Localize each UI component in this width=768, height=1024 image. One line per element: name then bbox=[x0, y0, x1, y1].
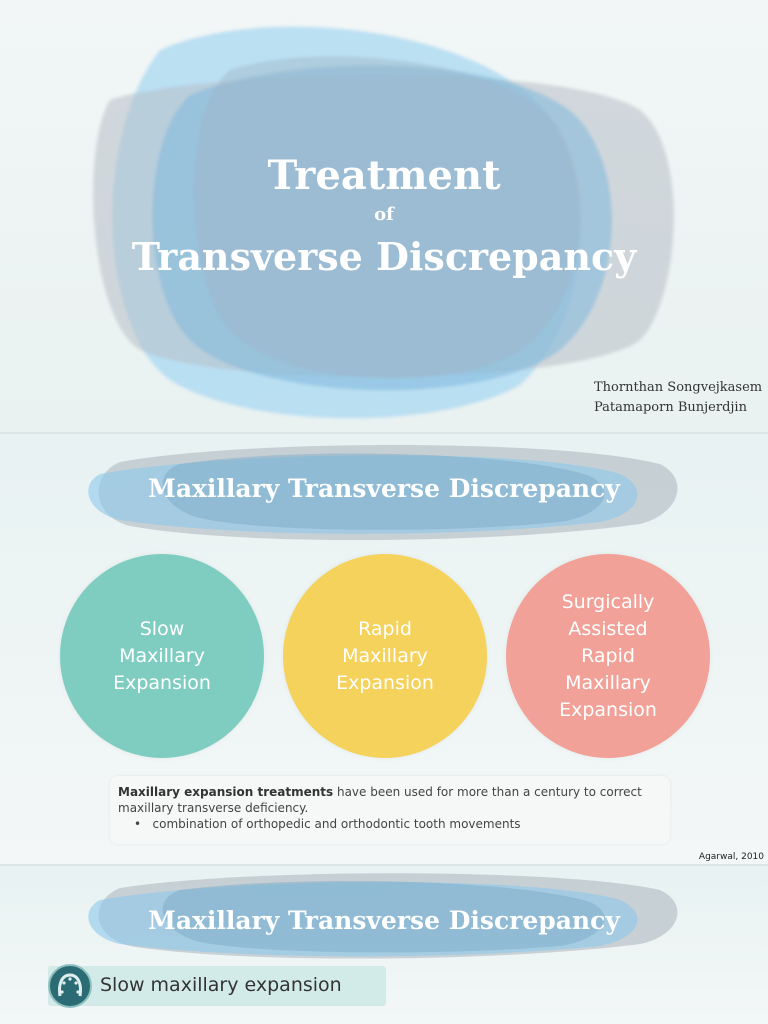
section-tag-label: Slow maxillary expansion bbox=[100, 974, 342, 996]
note-rest: have been used for more than a century t… bbox=[118, 785, 642, 815]
circle-slow-expansion: Slow Maxillary Expansion bbox=[60, 554, 264, 758]
title-slide: Treatment of Transverse Discrepancy Thor… bbox=[0, 0, 768, 432]
detail-slide: Maxillary Transverse Discrepancy Slow ma… bbox=[0, 866, 768, 1024]
title-of: of bbox=[374, 204, 394, 225]
circle-label: Surgically Assisted Rapid Maxillary Expa… bbox=[559, 590, 657, 721]
banner-title: Maxillary Transverse Discrepancy bbox=[148, 906, 620, 935]
overview-slide: Maxillary Transverse Discrepancy Slow Ma… bbox=[0, 434, 768, 864]
dental-arch-icon bbox=[48, 964, 92, 1008]
circle-label: Rapid Maxillary Expansion bbox=[336, 617, 434, 694]
circle-label: Slow Maxillary Expansion bbox=[113, 617, 211, 694]
decorative-blobs bbox=[93, 26, 674, 419]
banner-blobs bbox=[88, 873, 678, 959]
citation: Agarwal, 2010 bbox=[698, 852, 764, 862]
slide-divider bbox=[0, 864, 768, 866]
note-bullet: • combination of orthopedic and orthodon… bbox=[134, 817, 521, 831]
circle-surgical-expansion: Surgically Assisted Rapid Maxillary Expa… bbox=[506, 554, 710, 758]
section-tag: Slow maxillary expansion bbox=[48, 964, 386, 1008]
title-main: Treatment bbox=[267, 152, 501, 199]
banner-title: Maxillary Transverse Discrepancy bbox=[148, 474, 620, 503]
title-subtitle: Transverse Discrepancy bbox=[131, 234, 637, 279]
circle-rapid-expansion: Rapid Maxillary Expansion bbox=[283, 554, 487, 758]
authors: Thornthan Songvejkasem Patamaporn Bunjer… bbox=[594, 378, 762, 418]
author-2: Patamaporn Bunjerdjin bbox=[594, 400, 747, 415]
note-bold: Maxillary expansion treatments bbox=[118, 785, 334, 799]
note-text: Maxillary expansion treatments have been… bbox=[118, 784, 664, 816]
slide-divider bbox=[0, 432, 768, 434]
author-1: Thornthan Songvejkasem bbox=[594, 380, 763, 395]
note-bullet-text: combination of orthopedic and orthodonti… bbox=[152, 817, 521, 831]
note-box: Maxillary expansion treatments have been… bbox=[110, 776, 670, 844]
banner-blobs bbox=[88, 444, 678, 541]
